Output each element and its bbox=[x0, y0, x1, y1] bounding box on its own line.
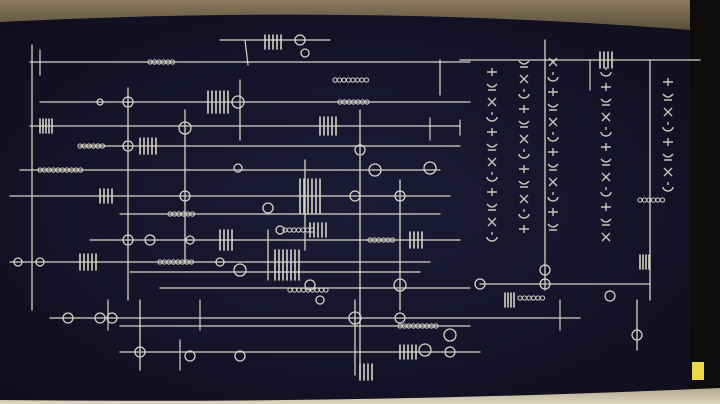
chalk-circuit-diagram bbox=[9, 34, 701, 381]
chalk-script-columns bbox=[486, 57, 674, 242]
sticker-icon bbox=[692, 362, 704, 380]
wall-bottom bbox=[0, 388, 720, 404]
chalkboard bbox=[0, 14, 704, 402]
board-frame-right bbox=[690, 0, 720, 404]
